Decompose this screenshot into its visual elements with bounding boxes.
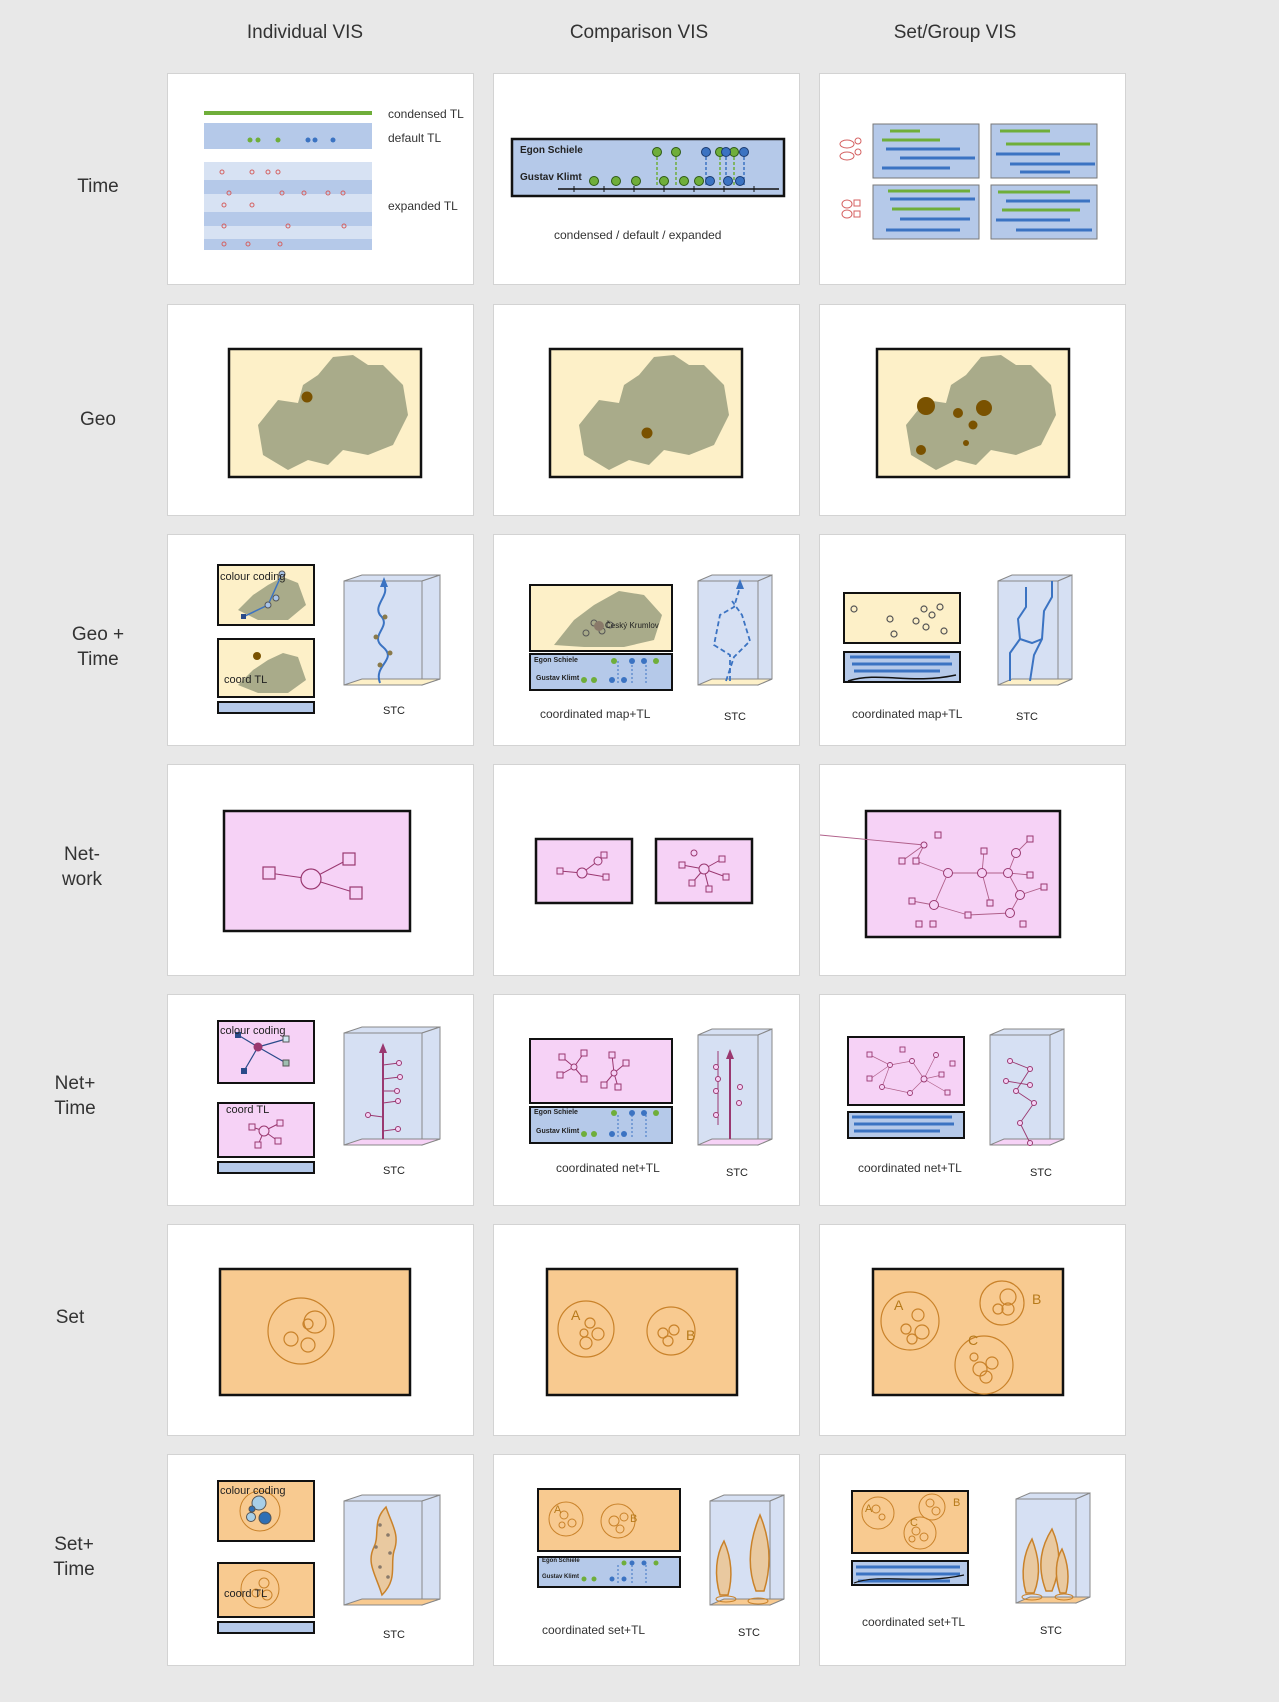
panel-time-comparison: Egon Schiele Gustav Klimt condensed / de… (493, 73, 800, 285)
map-marker (301, 391, 313, 403)
stc-label-6: STC (1030, 1167, 1052, 1179)
panel-network-comparison (493, 764, 800, 976)
set-sketch (218, 1267, 412, 1397)
settime-comparison-sketch (537, 1488, 785, 1606)
row-label-network: Net- work (61, 844, 103, 890)
panel-time-individual: condensed TL default TL expanded TL (167, 73, 474, 285)
geotime-sketch (217, 564, 441, 714)
colour-coding-label-2: colour coding (220, 1025, 286, 1037)
network-comparison-sketch (534, 837, 754, 905)
row-label-set: Set (55, 1307, 85, 1328)
timeline-person-1-small: Egon Schiele (534, 657, 578, 664)
panel-time-set (819, 73, 1126, 285)
stc-label-2: STC (724, 711, 746, 723)
geotime-comparison-sketch (529, 574, 773, 691)
network-sketch (222, 809, 412, 933)
row-label-set-time: Set+ Time (53, 1534, 95, 1580)
stc-label-7: STC (383, 1629, 405, 1641)
panel-nettime-set: coordinated net+TL STC (819, 994, 1126, 1206)
set-label-a: A (571, 1307, 581, 1323)
column-header-individual: Individual VIS (246, 22, 364, 43)
column-header-set-group: Set/Group VIS (893, 22, 1017, 43)
comparison-timeline-sketch (510, 137, 786, 198)
panel-settime-comparison: A B Egon Schiele Gustav Klimt coordinate… (493, 1454, 800, 1666)
coord-set-tl-label: coordinated set+TL (542, 1623, 646, 1637)
network-group-sketch (820, 809, 1062, 939)
panel-geo-set (819, 304, 1126, 516)
stc-label-9: STC (1040, 1625, 1062, 1637)
map-sketch-group (875, 347, 1071, 479)
stc-label: STC (383, 705, 405, 717)
set-group-small-label-c: C (910, 1517, 918, 1529)
panel-settime-set: A B C coordinated set+TL STC (819, 1454, 1126, 1666)
set-label-b: B (686, 1327, 696, 1343)
map-sketch-comparison (548, 347, 744, 479)
panel-geotime-set: coordinated map+TL STC (819, 534, 1126, 746)
place-label: Český Krumlov (605, 621, 659, 630)
coord-tl-label-3: coord TL (224, 1588, 268, 1600)
timeline-modes-label: condensed / default / expanded (554, 228, 722, 242)
set-comparison-sketch (545, 1267, 739, 1397)
timeline-person-1-set: Egon Schiele (542, 1558, 580, 1564)
colour-coding-label: colour coding (220, 571, 286, 583)
group-timeline-sketch (839, 123, 1098, 240)
panel-geotime-comparison: Český Krumlov Egon Schiele Gustav Klimt … (493, 534, 800, 746)
panel-nettime-comparison: Egon Schiele Gustav Klimt coordinated ne… (493, 994, 800, 1206)
settime-sketch (217, 1480, 441, 1634)
panel-nettime-individual: colour coding coord TL STC (167, 994, 474, 1206)
coord-map-tl-label-2: coordinated map+TL (852, 707, 963, 721)
colour-coding-label-3: colour coding (220, 1485, 286, 1497)
stc-label-4: STC (383, 1165, 405, 1177)
panel-network-individual (167, 764, 474, 976)
coord-set-tl-label-2: coordinated set+TL (862, 1615, 966, 1629)
panel-geo-comparison (493, 304, 800, 516)
nettime-sketch (217, 1020, 441, 1174)
timeline-person-2: Gustav Klimt (520, 172, 582, 183)
timeline-sketch (204, 111, 372, 250)
row-label-net-time: Net+ Time (54, 1073, 96, 1119)
nettime-group-sketch (847, 1028, 1065, 1146)
coord-net-tl-label-2: coordinated net+TL (858, 1161, 962, 1175)
column-header-comparison: Comparison VIS (569, 22, 709, 43)
expanded-tl-label: expanded TL (388, 199, 458, 213)
stc-label-3: STC (1016, 711, 1038, 723)
coord-net-tl-label: coordinated net+TL (556, 1161, 660, 1175)
coord-map-tl-label: coordinated map+TL (540, 707, 651, 721)
panel-set-comparison: A B (493, 1224, 800, 1436)
panel-geotime-individual: colour coding coord TL STC (167, 534, 474, 746)
row-label-time: Time (77, 176, 119, 197)
set-group-label-a: A (894, 1297, 904, 1313)
timeline-person-1: Egon Schiele (520, 145, 583, 156)
nettime-comparison-sketch (529, 1028, 773, 1146)
geotime-group-sketch (843, 574, 1073, 686)
set-group-sketch (871, 1267, 1065, 1397)
panel-network-set (819, 764, 1126, 976)
set-small-label-a: A (554, 1504, 562, 1516)
set-small-label-b: B (630, 1513, 638, 1525)
timeline-person-1-net: Egon Schiele (534, 1109, 578, 1116)
set-group-label-b: B (1032, 1291, 1042, 1307)
coord-tl-label: coord TL (224, 674, 268, 686)
settime-group-sketch (851, 1490, 1091, 1604)
set-group-small-label-b: B (953, 1497, 961, 1509)
timeline-person-2-small: Gustav Klimt (536, 675, 580, 682)
timeline-person-2-net: Gustav Klimt (536, 1128, 580, 1135)
stc-label-8: STC (738, 1627, 760, 1639)
timeline-person-2-set: Gustav Klimt (542, 1574, 580, 1580)
panel-geo-individual (167, 304, 474, 516)
map-sketch (227, 347, 423, 479)
set-group-small-label-a: A (865, 1503, 873, 1515)
coord-tl-label-2: coord TL (226, 1104, 270, 1116)
panel-settime-individual: colour coding coord TL STC (167, 1454, 474, 1666)
panel-set-individual (167, 1224, 474, 1436)
panel-set-set: A B C (819, 1224, 1126, 1436)
row-label-geo: Geo (80, 409, 116, 430)
set-group-label-c: C (968, 1332, 979, 1348)
row-label-geo-time: Geo + Time (71, 624, 125, 670)
condensed-tl-label: condensed TL (388, 107, 464, 121)
stc-label-5: STC (726, 1167, 748, 1179)
default-tl-label: default TL (388, 131, 442, 145)
